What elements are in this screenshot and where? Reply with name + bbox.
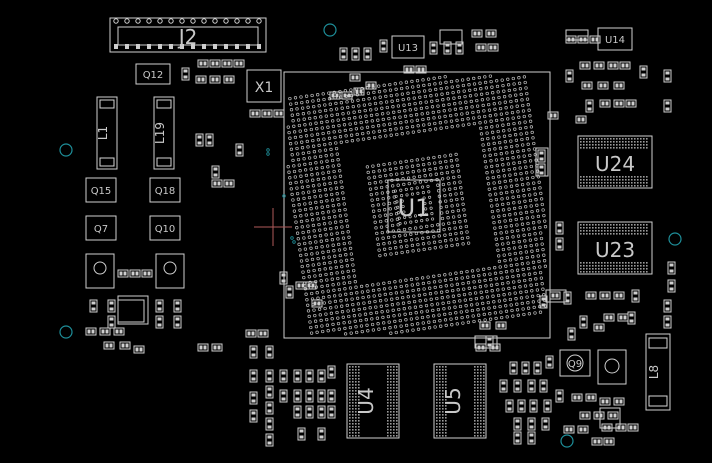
label-q12: Q12 xyxy=(143,70,164,81)
transistor-q9[interactable]: Q9 xyxy=(559,349,627,385)
label-u24: U24 xyxy=(595,152,635,176)
crosshair-cursor-icon xyxy=(254,208,292,246)
inductor-l1[interactable]: L1 xyxy=(96,96,118,170)
label-u5: U5 xyxy=(441,387,465,414)
label-u14: U14 xyxy=(605,35,625,46)
crystal-x1[interactable]: X1 xyxy=(246,69,282,103)
label-j2: J2 xyxy=(177,25,198,49)
transistor-q15[interactable]: Q15 xyxy=(85,177,117,203)
chip-u4[interactable]: U4 xyxy=(346,363,400,439)
label-u1: U1 xyxy=(398,194,431,222)
fiducial-left-lower xyxy=(59,325,73,339)
chip-u23[interactable]: U23 xyxy=(577,221,653,275)
fiducial-top xyxy=(323,23,337,37)
transistor-q7[interactable]: Q7 xyxy=(85,215,117,241)
regulator-block-left xyxy=(85,253,185,325)
label-q7: Q7 xyxy=(94,224,108,235)
label-u13: U13 xyxy=(398,43,418,54)
label-l8: L8 xyxy=(647,365,661,379)
inductor-l8[interactable]: L8 xyxy=(645,333,671,411)
label-q18: Q18 xyxy=(155,186,176,197)
u1-ball-grid xyxy=(286,74,548,336)
chip-u13[interactable]: U13 xyxy=(391,35,425,59)
label-l19: L19 xyxy=(153,122,167,144)
label-u4: U4 xyxy=(354,387,378,414)
label-l1: L1 xyxy=(96,126,110,140)
fiducial-right xyxy=(668,232,682,246)
transistor-q18[interactable]: Q18 xyxy=(149,177,181,203)
chip-u5[interactable]: U5 xyxy=(433,363,487,439)
passive-components xyxy=(85,29,676,447)
label-q10: Q10 xyxy=(155,224,176,235)
chip-u1[interactable]: U1 xyxy=(283,71,551,339)
label-q9: Q9 xyxy=(568,359,582,370)
inductor-l19[interactable]: L19 xyxy=(153,96,175,170)
fiducial-left-upper xyxy=(59,143,73,157)
connector-j2[interactable]: J2 xyxy=(109,17,267,53)
label-x1: X1 xyxy=(255,80,274,96)
label-q15: Q15 xyxy=(91,186,112,197)
label-u23: U23 xyxy=(595,238,635,262)
transistor-q10[interactable]: Q10 xyxy=(149,215,181,241)
fiducial-bottom xyxy=(560,434,574,448)
chip-u24[interactable]: U24 xyxy=(577,135,653,189)
transistor-q12[interactable]: Q12 xyxy=(135,63,171,85)
fiducials xyxy=(59,23,682,448)
